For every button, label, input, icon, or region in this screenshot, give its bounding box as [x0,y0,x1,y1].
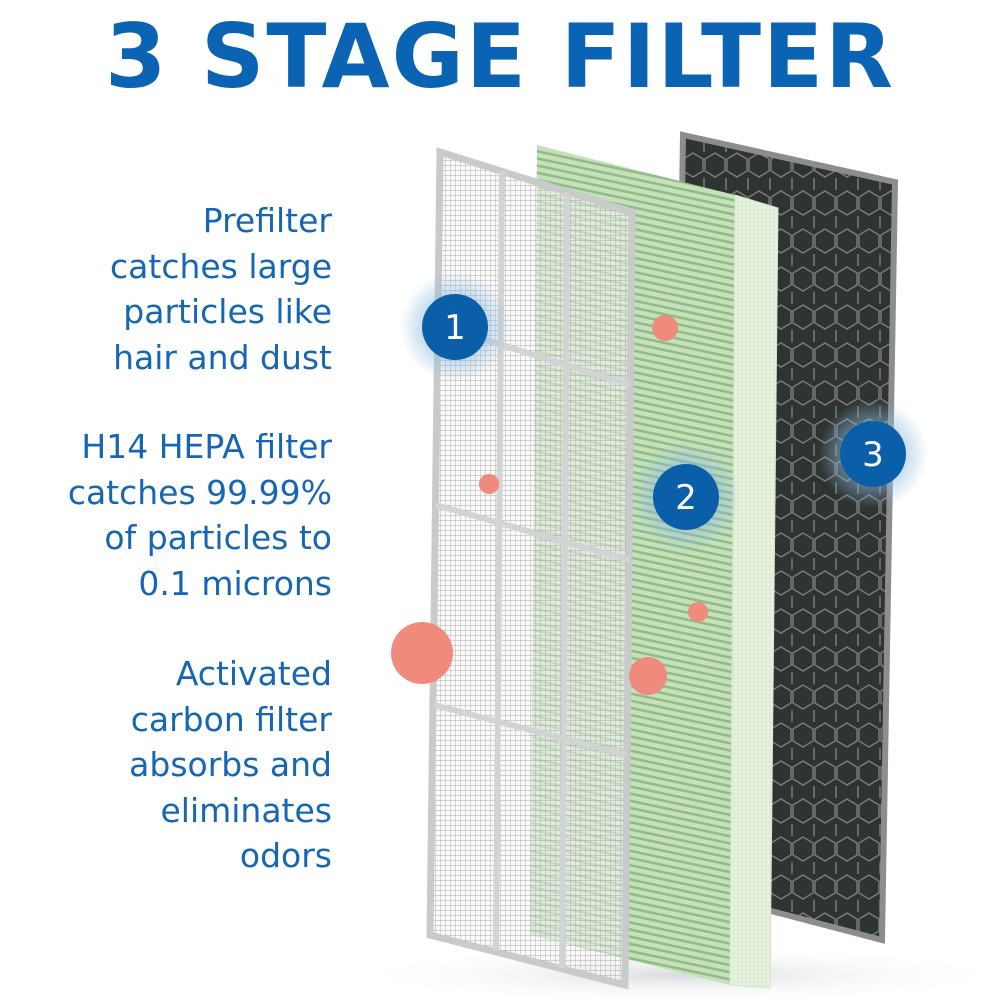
particles [391,315,708,695]
desc-line: Activated [175,654,332,693]
germ-icon [652,315,678,341]
desc-line: of particles to [104,518,332,557]
desc-line: particles like [123,292,332,331]
desc-line: Prefilter [202,201,332,240]
stage-1-badge: 1 [400,272,510,382]
germ-icon [629,657,667,695]
germ-icon [479,474,499,494]
desc-line: hair and dust [113,337,332,377]
desc-line: carbon filter [130,699,332,739]
desc-line: eliminates [160,790,332,830]
stage-2-badge: 2 [631,442,741,552]
page-title: 3 STAGE FILTER [105,5,895,108]
germ-icon [688,602,708,622]
stage-2-description: H14 HEPA filter catches 99.99% of partic… [68,424,332,606]
stage-1-description: Prefilter catches large particles like h… [110,198,332,380]
badge-number: 1 [444,308,466,348]
desc-line: catches 99.99% [67,472,332,512]
desc-line: 0.1 microns [138,563,332,603]
badge-number: 2 [675,478,697,518]
desc-line: catches large [110,246,332,286]
badge-number: 3 [862,435,884,475]
germ-icon [391,622,453,684]
stage-3-badge: 3 [818,399,928,509]
desc-line: odors [239,836,332,875]
desc-line: absorbs and [129,745,332,784]
desc-line: H14 HEPA filter [81,427,332,466]
stage-3-description: Activated carbon filter absorbs and elim… [129,651,332,879]
